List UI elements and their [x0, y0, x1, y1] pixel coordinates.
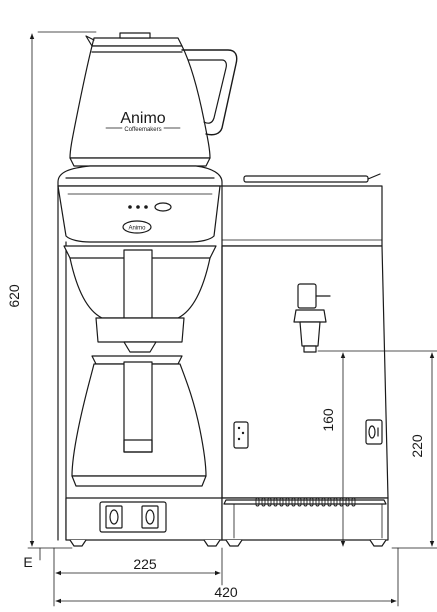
- dim-label-foot: E: [23, 554, 32, 570]
- badge-label: Animo: [128, 226, 146, 232]
- machine-base: [65, 497, 389, 547]
- brew-basket: [63, 245, 217, 353]
- dim-label-620: 620: [6, 284, 22, 308]
- side-switch: [365, 419, 383, 445]
- dim-label-420: 420: [214, 584, 238, 600]
- brand-tagline: Coffeemakers: [124, 127, 161, 133]
- lower-decanter: [71, 355, 207, 487]
- dimension-lines: [27, 31, 437, 607]
- top-decanter: Animo Coffeemakers: [69, 32, 238, 167]
- dim-label-225: 225: [133, 556, 157, 572]
- machine-housing: Animo: [57, 165, 389, 541]
- front-switch-panel: [233, 421, 249, 449]
- brand-name: Animo: [120, 110, 165, 127]
- dim-label-220: 220: [409, 434, 425, 458]
- dim-label-160: 160: [320, 408, 336, 432]
- vent-slots: [255, 497, 356, 507]
- hot-water-tap: [293, 283, 331, 353]
